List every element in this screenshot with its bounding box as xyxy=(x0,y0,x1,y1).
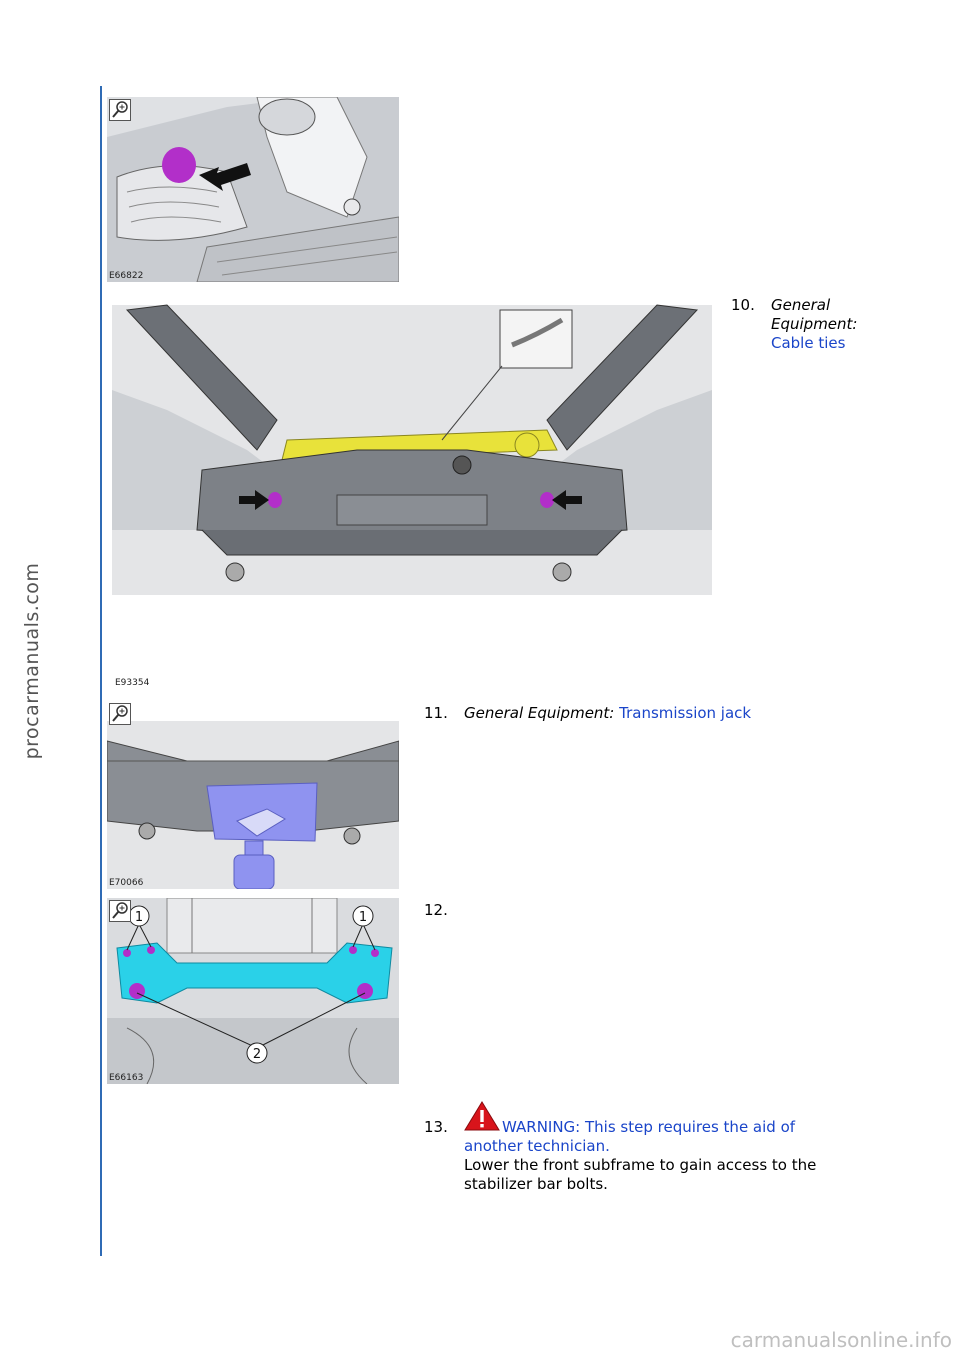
figure-e66822: E66822 xyxy=(107,97,399,282)
step-number: 10. xyxy=(731,296,755,314)
figure-code: E93354 xyxy=(115,678,150,688)
figure-e93354: E93354 xyxy=(107,300,713,692)
figure-code: E66163 xyxy=(109,1073,144,1083)
equipment-label: General Equipment: xyxy=(464,704,615,722)
figure-code: E70066 xyxy=(109,878,144,888)
step-13-instruction: Lower the front subframe to gain access … xyxy=(464,1156,817,1193)
magnify-plus-icon[interactable] xyxy=(109,703,131,725)
step-number: 13. xyxy=(424,1118,448,1136)
figure-e70066: E70066 xyxy=(107,701,399,889)
warning-text: WARNING: This step requires the aid of a… xyxy=(464,1118,796,1155)
magnify-plus-icon[interactable] xyxy=(109,99,131,121)
callout-1-right: 1 xyxy=(359,910,367,925)
footer-watermark: carmanualsonline.info xyxy=(730,1328,952,1352)
step-number: 12. xyxy=(424,901,448,919)
equipment-label: General Equipment: xyxy=(771,296,858,333)
figure-e66163: 1 1 2 E66163 xyxy=(107,898,399,1084)
warning-block: WARNING: This step requires the aid of a… xyxy=(464,1101,844,1156)
callout-1-left: 1 xyxy=(135,910,143,925)
transmission-jack-link[interactable]: Transmission jack xyxy=(619,704,752,722)
left-margin-rule xyxy=(100,86,102,1256)
side-watermark: procarmanuals.com xyxy=(21,562,43,760)
warning-triangle-icon xyxy=(464,1101,500,1131)
cable-ties-link[interactable]: Cable ties xyxy=(771,334,846,352)
step-number: 11. xyxy=(424,704,448,722)
callout-2: 2 xyxy=(253,1047,261,1062)
magnify-plus-icon[interactable] xyxy=(109,900,131,922)
figure-code: E66822 xyxy=(109,271,144,281)
